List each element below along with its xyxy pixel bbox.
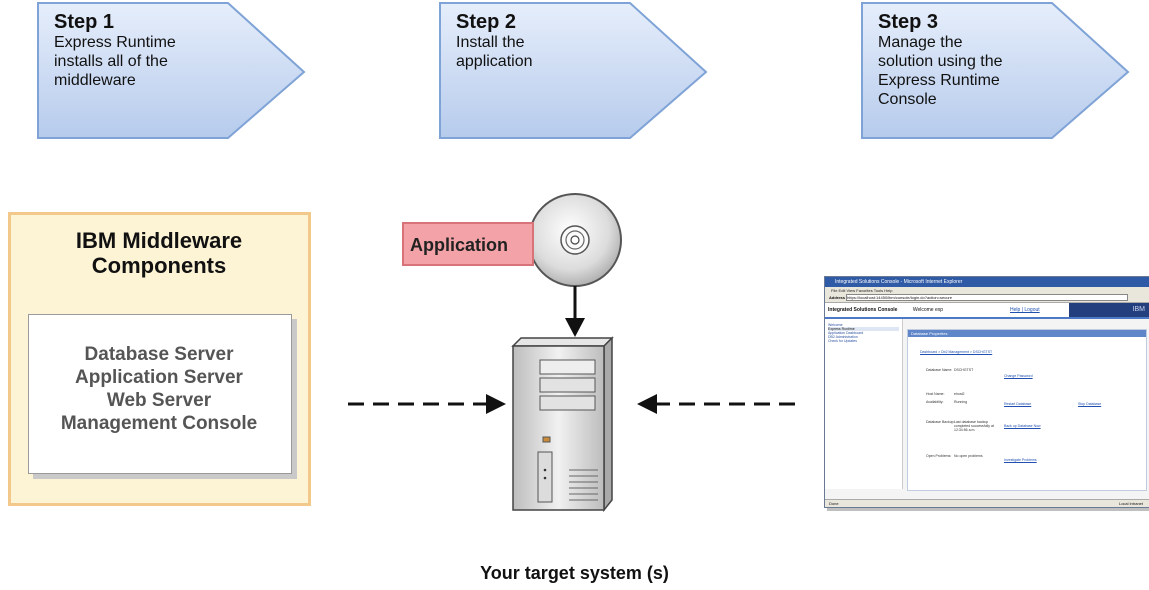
console-row-label: Availability: — [926, 400, 944, 404]
step-3-arrow — [861, 2, 1130, 139]
middleware-components-box — [28, 314, 292, 474]
step-3-line-2: solution using the — [878, 53, 1003, 70]
target-system-label: Your target system (s) — [480, 563, 669, 583]
step-2-line-1: Install the — [456, 34, 525, 51]
console-address-field: https://localhost:14450/ibm/console/logi… — [846, 294, 1129, 302]
step-1-line-2: installs all of the — [54, 53, 168, 70]
console-status-right: Local intranet — [1118, 501, 1143, 506]
console-row-label: Database Backup: — [926, 420, 955, 424]
console-main-panel: Database Properties Dashboard > Db2 Mana… — [907, 329, 1147, 491]
console-row-value: Last database backup completed successfu… — [954, 420, 994, 432]
console-window-title: Integrated Solutions Console - Microsoft… — [825, 277, 1149, 287]
console-header: Integrated Solutions Console Welcome exp… — [825, 303, 1149, 319]
console-row-label: Open Problems: — [926, 454, 952, 458]
console-row-action: Restart Database — [1004, 402, 1032, 406]
console-row-value: Running — [954, 400, 968, 404]
step-1-line-3: middleware — [54, 72, 136, 89]
component-item: Application Server — [75, 367, 243, 388]
console-row-action: Back up Database Now — [1004, 424, 1041, 428]
step-2-title: Step 2 — [456, 11, 517, 33]
console-row-label: Host Name: — [926, 392, 945, 396]
step-3-line-4: Console — [878, 91, 937, 108]
console-nav-item: DB2 Administration — [828, 335, 858, 339]
step-3-text: Step 3 Manage the solution using the Exp… — [878, 11, 1068, 109]
install-dashed-arrow-icon — [348, 394, 506, 414]
console-status-left: Done — [829, 501, 839, 506]
console-row-action: Stop Database — [1078, 402, 1102, 406]
console-row-label: Database Name: — [926, 368, 953, 372]
middleware-components-list: Database Server Application Server Web S… — [28, 343, 290, 435]
console-row-value: ehost2 — [954, 392, 965, 396]
console-status-bar: Done Local intranet — [825, 499, 1149, 507]
console-row-action: Change Password — [1004, 374, 1033, 378]
application-label: Application — [410, 235, 508, 255]
step-3-line-1: Manage the — [878, 34, 963, 51]
middleware-title: IBM Middleware Components — [0, 228, 318, 278]
console-nav: Welcome Express Runtime Application Dash… — [825, 319, 903, 489]
component-item: Management Console — [60, 413, 258, 434]
step-1-text: Step 1 Express Runtime installs all of t… — [54, 11, 244, 90]
cd-disc-icon — [528, 193, 622, 287]
console-app-name: Integrated Solutions Console — [828, 307, 898, 313]
console-breadcrumb: Dashboard > Db2 Management > DSCHGTST — [920, 350, 993, 354]
step-2-line-2: application — [456, 53, 533, 70]
console-panel-title: Database Properties — [908, 330, 1146, 337]
application-tag — [402, 222, 534, 266]
console-nav-item: Application Dashboard — [828, 331, 864, 335]
step-2-arrow — [439, 2, 708, 139]
middleware-title-line-1: IBM Middleware — [75, 228, 243, 253]
console-row-value: No open problems — [954, 454, 983, 458]
step-1-title: Step 1 — [54, 11, 115, 33]
console-help-logout: Help | Logout — [1010, 307, 1040, 313]
component-item: Web Server — [106, 390, 212, 411]
ibm-logo: IBM — [1069, 303, 1149, 317]
console-screenshot: Integrated Solutions Console - Microsoft… — [824, 276, 1149, 508]
console-welcome: Welcome exp — [912, 307, 944, 313]
manage-dashed-arrow-icon — [637, 394, 795, 414]
down-arrow-icon — [565, 286, 585, 337]
server-tower-icon — [511, 336, 614, 513]
step-1-arrow — [37, 2, 306, 139]
console-row-action: Investigate Problems — [1004, 458, 1037, 462]
middleware-title-line-2: Components — [91, 253, 227, 278]
component-item: Database Server — [84, 344, 234, 365]
step-2-text: Step 2 Install the application — [456, 11, 646, 71]
console-row-value: DSCHGTST — [954, 368, 974, 372]
console-nav-item: Check for Updates — [828, 339, 857, 343]
console-address-label: Address — [829, 295, 846, 300]
step-1-line-1: Express Runtime — [54, 34, 176, 51]
console-menu-bar: File Edit View Favorites Tools Help — [825, 287, 1149, 294]
console-nav-item: Welcome — [828, 323, 843, 327]
step-3-title: Step 3 — [878, 11, 939, 33]
step-3-line-3: Express Runtime — [878, 72, 1000, 89]
console-nav-item: Express Runtime — [828, 327, 899, 331]
console-address-bar: Address https://localhost:14450/ibm/cons… — [825, 294, 1149, 303]
